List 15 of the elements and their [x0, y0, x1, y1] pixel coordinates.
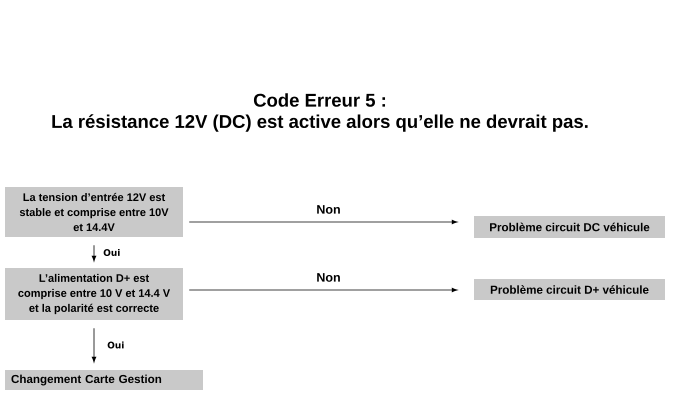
condition-box: La tension d’entrée 12V est stable et comprise entre 10V et 14.4V [5, 187, 183, 237]
condition-box: L’alimentation D+ est comprise entre 10 V et 14.4 V et la polarité est correcte [5, 268, 183, 320]
arrow [92, 328, 96, 362]
edge-label: Oui [108, 342, 124, 348]
result-box: Changement Carte Gestion [5, 370, 203, 390]
subtitle: La résistance 12V (DC) est active alors qu’elle ne devrait pas. [52, 114, 588, 132]
arrow [92, 244, 96, 262]
edge-label: Non [317, 205, 340, 214]
edge-label: Oui [104, 249, 120, 256]
title: Code Erreur 5 : [254, 93, 386, 107]
result-box: Problème circuit D+ véhicule [474, 279, 665, 300]
arrow [188, 288, 458, 292]
arrow [188, 220, 458, 224]
edge-label: Non [317, 273, 340, 282]
result-box: Problème circuit DC véhicule [474, 216, 665, 238]
